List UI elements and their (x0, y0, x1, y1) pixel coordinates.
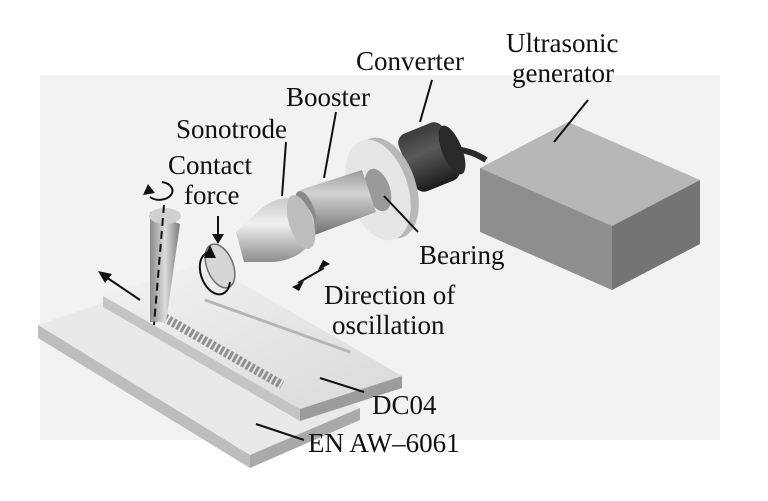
booster-leader (323, 111, 337, 179)
dc04-leader (319, 377, 365, 393)
label-booster: Booster (286, 82, 370, 112)
label-contact-line2: force (184, 180, 239, 210)
en-aw-leader (255, 423, 305, 441)
rotating-tool (149, 204, 181, 326)
label-dc04: DC04 (372, 390, 437, 420)
travel-direction-arrow (102, 274, 141, 301)
oscillation-arrowhead-right (318, 260, 330, 270)
label-direction-line1: Direction of (324, 280, 455, 310)
label-contact-line1: Contact (168, 150, 252, 180)
plate-en-aw-6061 (38, 286, 360, 468)
ultrasonic-generator-box (480, 122, 700, 290)
sonotrode-horn (204, 195, 316, 289)
disk-rotation-arrowhead (204, 245, 216, 258)
oscillation-arrowhead-left (292, 281, 304, 291)
label-generator-line2: generator (512, 58, 614, 88)
plate-dc04 (103, 262, 402, 421)
label-generator-line1: Ultrasonic (506, 28, 618, 58)
converter-leader (419, 79, 433, 123)
contact-force-arrowhead (212, 234, 224, 244)
label-sonotrode: Sonotrode (176, 114, 287, 144)
tool-rotation-arrow (149, 181, 174, 201)
label-direction-line2: oscillation (332, 310, 445, 340)
oscillation-arrow (297, 267, 325, 284)
sonotrode-leader (281, 141, 287, 197)
tool-rotation-arrowhead (143, 184, 155, 195)
label-en-aw-6061: EN AW–6061 (308, 428, 460, 458)
converter-body (398, 122, 466, 192)
disk-rotation-arrow (198, 250, 231, 296)
label-converter: Converter (356, 46, 464, 76)
travel-direction-arrowhead (98, 271, 112, 283)
label-bearing: Bearing (419, 240, 504, 270)
bearing-leader (383, 195, 419, 233)
generator-leader (553, 99, 589, 143)
